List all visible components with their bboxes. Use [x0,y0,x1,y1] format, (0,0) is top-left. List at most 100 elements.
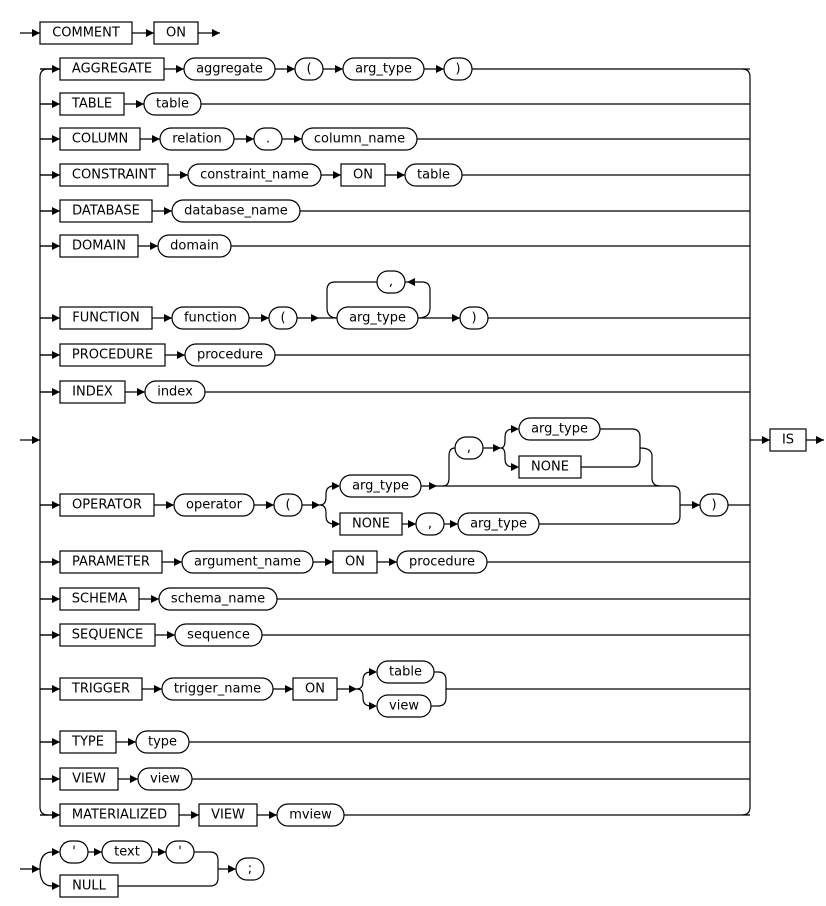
arrow-icon [436,65,444,73]
tail-merge [209,851,219,887]
right-rail-top [741,68,751,78]
element-label: function [184,311,237,326]
arrow-icon [269,811,277,819]
text-pill: text [101,840,153,864]
keyword-box: TABLE [59,92,125,116]
arrow-icon [32,29,40,37]
element-label: AGGREGATE [72,62,152,77]
is-keyword: IS [769,428,807,452]
arrow-icon [285,685,293,693]
tail-branch-up [39,851,53,870]
element-label: arg_type [349,311,406,326]
element-label: view [150,772,180,787]
element-label: arg_type [470,517,527,532]
element-label: NULL [72,879,106,894]
quote-close-pill: ' [165,840,195,864]
arrow-icon [52,314,60,322]
arrow-icon [166,501,174,509]
element-label: operator [186,498,243,513]
element-label: TYPE [71,735,104,750]
element-label: index [157,385,193,400]
arrow-icon [762,436,770,444]
arrow-icon [52,882,60,890]
alt-merge [631,428,641,468]
nonterminal-pill: table [143,92,202,116]
arrow-icon [369,702,377,710]
arrow-icon [311,314,319,322]
arrow-icon [180,171,188,179]
arg-type-pill: arg_type [339,474,422,498]
arrow-icon [52,775,60,783]
element-label: ON [166,26,186,41]
comment-keyword: COMMENT [39,21,133,45]
element-label: COLUMN [72,132,128,147]
element-label: ' [178,845,182,860]
arg-type-pill: arg_type [457,512,540,536]
element-label: text [114,845,140,860]
keyword-box: PARAMETER [59,550,163,574]
arrow-icon [52,848,60,856]
optional-merge [639,447,661,487]
null-keyword: NULL [59,874,119,898]
element-label: FUNCTION [72,311,140,326]
element-label: constraint_name [200,168,309,183]
branch-merge [671,485,681,525]
arrow-icon [52,501,60,509]
nonterminal-pill: arg_type [342,57,425,81]
element-label: DOMAIN [72,239,126,254]
arrow-icon [128,738,136,746]
element-label: ( [280,311,285,326]
element-label: VIEW [72,772,106,787]
arrow-icon [52,595,60,603]
element-label: NONE [352,517,390,532]
nonterminal-pill: schema_name [158,587,278,611]
loop-back [326,281,377,319]
element-label: VIEW [211,808,245,823]
arrow-icon [389,558,397,566]
nonterminal-pill: column_name [301,127,418,151]
arrow-icon [130,775,138,783]
nonterminal-pill: type [135,730,190,754]
arrow-icon [52,351,60,359]
element-label: column_name [314,132,405,147]
nonterminal-pill: function [171,306,250,330]
arrow-icon [335,65,343,73]
keyword-box: PROCEDURE [59,343,166,367]
element-label: procedure [197,348,263,363]
arrow-icon [52,811,60,819]
arrow-icon [452,314,460,322]
nonterminal-pill: index [144,380,206,404]
none-keyword: NONE [339,512,403,536]
view-pill: view [376,694,432,718]
arrow-icon [332,520,340,528]
arrow-icon [164,207,172,215]
element-label: ) [455,62,460,77]
right-rail-bottom [741,806,751,816]
arrow-icon [816,436,824,444]
element-label: table [389,665,422,680]
keyword-box: INDEX [59,380,126,404]
nonterminal-pill: argument_name [181,550,314,574]
arrow-icon [152,135,160,143]
arrow-icon [692,501,700,509]
keyword-box: ON [292,677,338,701]
element-label: schema_name [171,592,265,607]
arrow-icon [52,685,60,693]
arrow-icon [52,738,60,746]
nonterminal-pill: sequence [174,623,263,647]
element-label: table [417,168,450,183]
arrow-icon [52,558,60,566]
element-label: domain [170,239,219,254]
arrow-icon [493,444,501,452]
nonterminal-pill: trigger_name [161,677,274,701]
choice-up [356,671,372,690]
arrow-icon [94,848,102,856]
keyword-box: SEQUENCE [59,623,156,647]
arrow-icon [261,314,269,322]
arrow-icon [52,388,60,396]
arrow-icon [136,100,144,108]
nonterminal-pill: aggregate [183,57,276,81]
arrow-icon [52,207,60,215]
arrow-icon [176,65,184,73]
